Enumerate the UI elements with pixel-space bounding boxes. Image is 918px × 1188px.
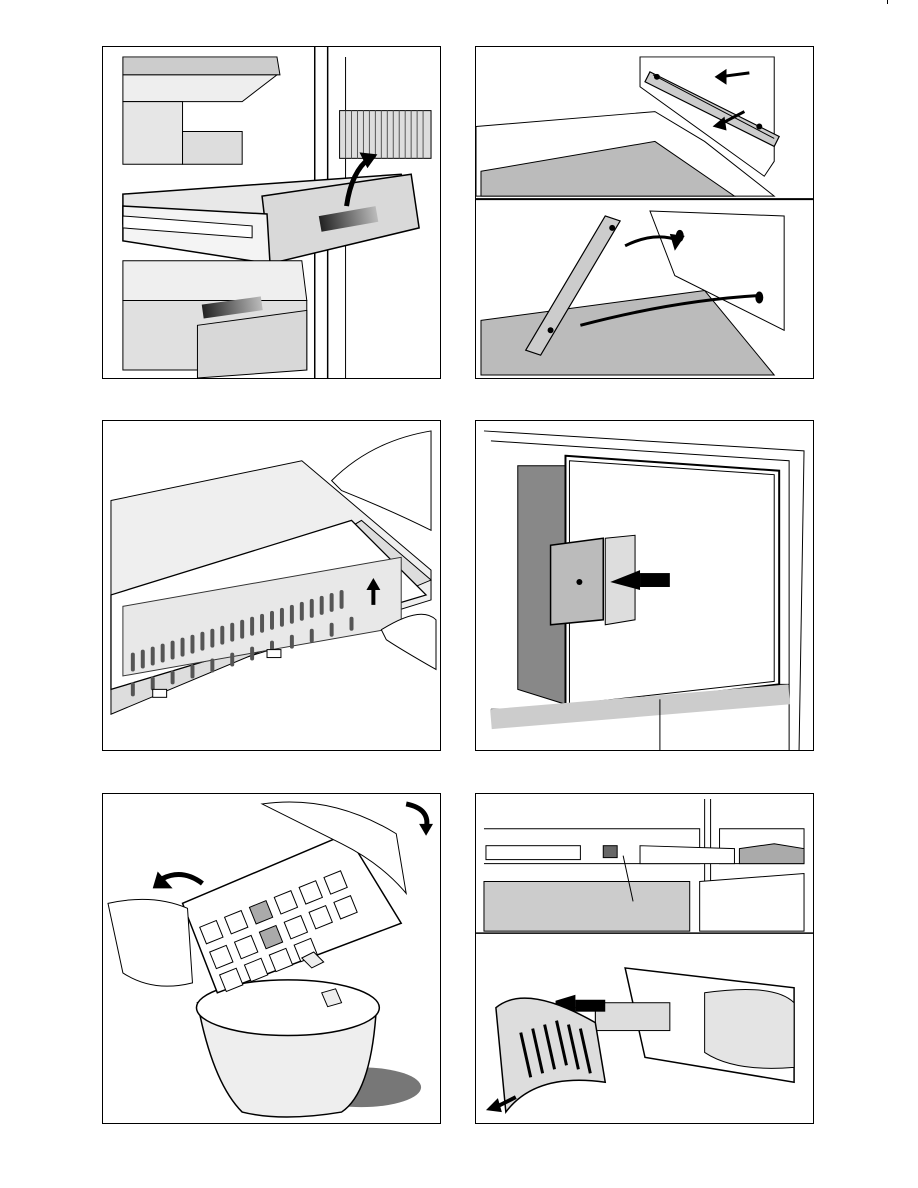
rail-removal-icon — [476, 47, 813, 378]
lamp-replacement-illustration — [475, 793, 814, 1124]
rail-removal-illustration — [475, 46, 814, 379]
ice-tray-icon — [103, 794, 440, 1123]
freezer-door-illustration — [475, 420, 814, 751]
shelf-grid-illustration — [102, 420, 441, 751]
shelf-grid-icon — [103, 421, 440, 750]
freezer-door-icon — [476, 421, 813, 750]
lamp-replacement-icon — [476, 794, 813, 1123]
drawer-removal-illustration — [102, 46, 441, 379]
ice-tray-illustration — [102, 793, 441, 1124]
crop-mark — [881, 0, 888, 4]
drawer-removal-icon — [103, 47, 440, 378]
